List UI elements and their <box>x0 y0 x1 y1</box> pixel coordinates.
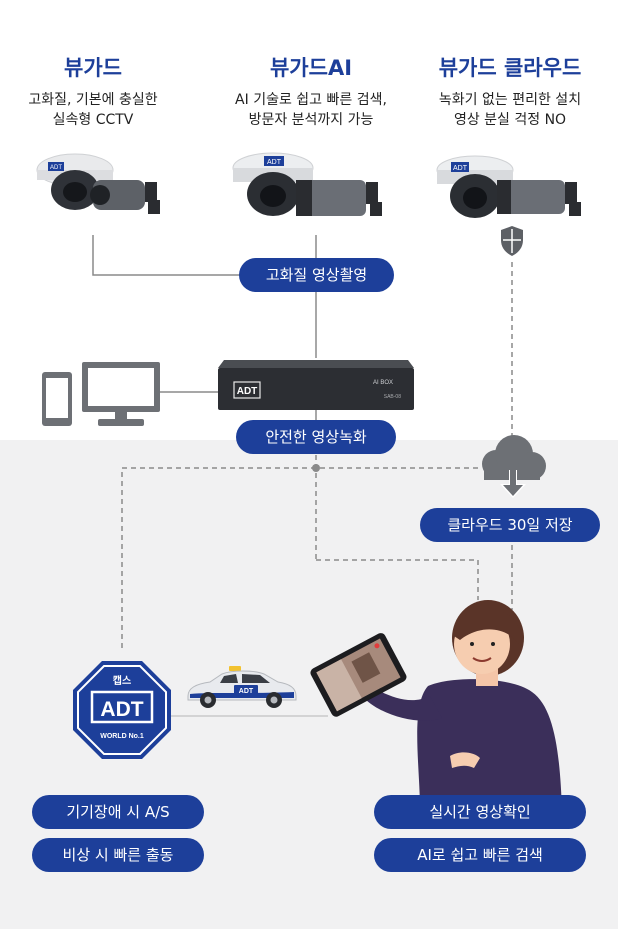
nvr-sub-label: SAB-08 <box>384 394 401 400</box>
pill-emergency-dispatch: 비상 시 빠른 출동 <box>32 838 204 872</box>
pill-safe-recording: 안전한 영상녹화 <box>236 420 396 454</box>
nvr-ai-box: ADT AI BOX SAB-08 <box>218 360 414 410</box>
product-desc-viewguard: 고화질, 기본에 충실한 실속형 CCTV <box>13 90 173 130</box>
product-desc-line: AI 기술로 쉽고 빠른 검색, <box>235 92 387 108</box>
camera-logo: ADT <box>453 165 468 172</box>
product-title-viewguard-ai: 뷰가드AI <box>269 56 353 80</box>
badge-logo-text: ADT <box>100 698 143 721</box>
product-desc-viewguard-ai: AI 기술로 쉽고 빠른 검색, 방문자 분석까지 가능 <box>218 90 404 130</box>
pill-as-repair: 기기장애 시 A/S <box>32 795 204 829</box>
pill-realtime-view: 실시간 영상확인 <box>374 795 586 829</box>
product-title-viewguard: 뷰가드 <box>64 56 122 80</box>
camera-set-viewguard-cloud: ADT <box>436 155 581 218</box>
product-desc-line: 방문자 분석까지 가능 <box>248 112 374 128</box>
badge-bottom-text: WORLD No.1 <box>100 733 144 740</box>
product-desc-line: 실속형 CCTV <box>52 112 134 128</box>
adt-caps-badge: 캡스 ADT WORLD No.1 <box>73 661 171 759</box>
camera-set-viewguard: ADT <box>36 153 160 214</box>
cloud-download-icon <box>482 435 546 498</box>
camera-logo: ADT <box>50 165 62 171</box>
car-logo: ADT <box>239 688 254 695</box>
nvr-logo: ADT <box>237 386 258 397</box>
pill-cloud-storage: 클라우드 30일 저장 <box>420 508 600 542</box>
product-desc-line: 녹화기 없는 편리한 설치 <box>438 92 582 108</box>
product-desc-viewguard-cloud: 녹화기 없는 편리한 설치 영상 분실 걱정 NO <box>420 90 600 130</box>
patrol-car-icon: ADT <box>187 666 297 708</box>
product-desc-line: 고화질, 기본에 충실한 <box>28 92 158 108</box>
woman-with-tablet-illustration <box>310 600 562 810</box>
monitor-phone-icon <box>42 362 160 426</box>
badge-top-text: 캡스 <box>113 675 131 687</box>
product-desc-line: 영상 분실 걱정 NO <box>453 112 567 128</box>
product-title-viewguard-cloud: 뷰가드 클라우드 <box>438 56 582 80</box>
pill-hd-recording: 고화질 영상촬영 <box>239 258 394 292</box>
nvr-model-label: AI BOX <box>373 380 393 386</box>
camera-set-viewguard-ai: ADT <box>232 152 382 216</box>
camera-logo: ADT <box>267 159 282 166</box>
pill-ai-search: AI로 쉽고 빠른 검색 <box>374 838 586 872</box>
shield-icon <box>501 226 523 256</box>
